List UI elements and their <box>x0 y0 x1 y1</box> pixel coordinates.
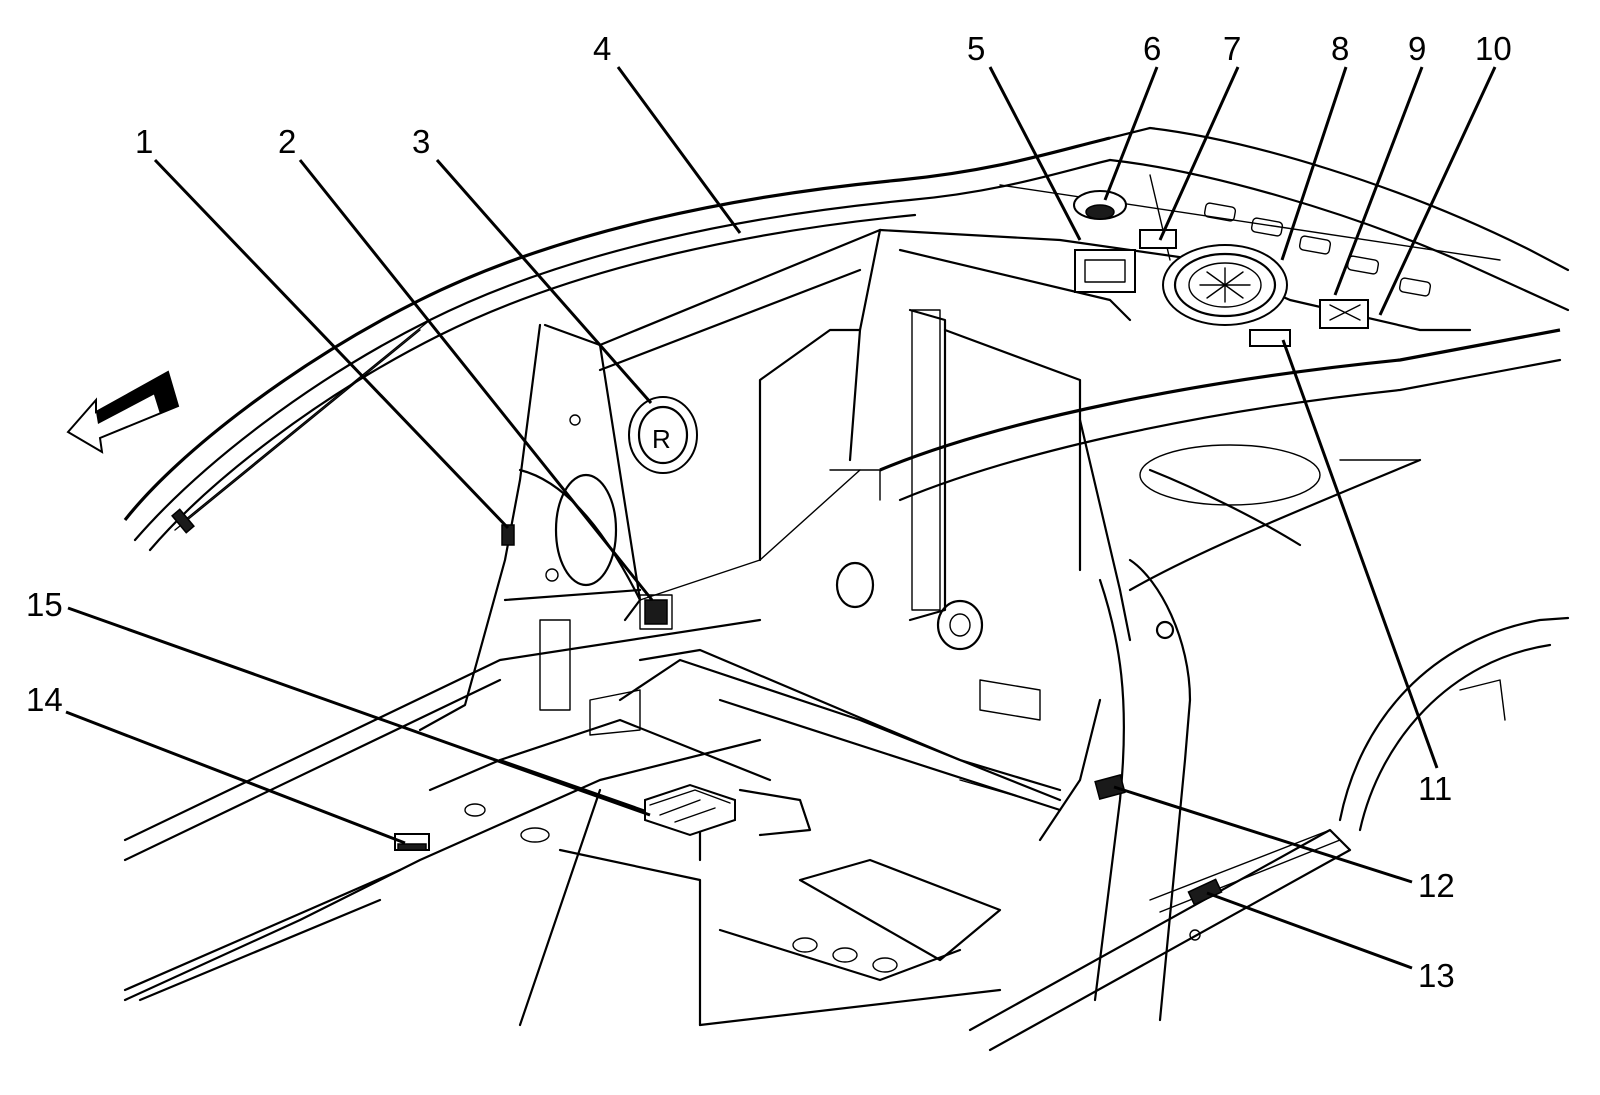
callout-label-15: 15 <box>26 586 63 623</box>
callout-4: 4 <box>593 30 742 234</box>
callout-label-9: 9 <box>1408 30 1426 67</box>
callout-11: 11 <box>1281 339 1452 807</box>
callout-label-2: 2 <box>278 123 296 160</box>
speaker-marking: R <box>652 424 671 454</box>
callout-2: 2 <box>278 123 654 601</box>
right-door-frame <box>1038 558 1192 1022</box>
callout-3: 3 <box>412 123 653 404</box>
callout-10: 10 <box>1378 30 1512 316</box>
callout-14: 14 <box>26 681 406 845</box>
callout-label-14: 14 <box>26 681 63 718</box>
rear-bulkhead <box>758 308 1082 721</box>
callout-label-13: 13 <box>1418 957 1455 994</box>
floor-console-module <box>644 783 812 837</box>
callouts: 1 2 3 4 5 6 7 8 <box>26 30 1512 994</box>
subwoofer-speaker <box>1162 244 1288 326</box>
shelf-modules <box>1073 190 1369 347</box>
callout-13: 13 <box>1206 891 1455 994</box>
callout-7: 7 <box>1158 30 1241 241</box>
callout-label-4: 4 <box>593 30 611 67</box>
callout-label-1: 1 <box>135 123 153 160</box>
rear-wheel-arch <box>1338 616 1570 832</box>
callout-6: 6 <box>1103 30 1161 201</box>
callout-label-12: 12 <box>1418 867 1455 904</box>
pillar-sensor <box>501 524 515 546</box>
callout-12: 12 <box>1113 785 1455 904</box>
forward-arrow-icon <box>66 370 180 454</box>
callout-label-11: 11 <box>1418 770 1452 807</box>
roof-rail <box>123 126 1570 552</box>
callout-15: 15 <box>26 586 651 817</box>
callout-1: 1 <box>135 123 510 530</box>
callout-5: 5 <box>967 30 1082 241</box>
floor-pan <box>123 618 1062 1027</box>
callout-label-10: 10 <box>1475 30 1512 67</box>
callout-9: 9 <box>1333 30 1426 296</box>
right-rocker-panel <box>968 828 1352 1052</box>
lower-bracket <box>639 594 673 630</box>
right-quarter-window <box>1128 444 1422 592</box>
callout-8: 8 <box>1280 30 1349 261</box>
callout-label-7: 7 <box>1223 30 1241 67</box>
callout-label-5: 5 <box>967 30 985 67</box>
callout-label-8: 8 <box>1331 30 1349 67</box>
callout-label-3: 3 <box>412 123 430 160</box>
left-quarter-panel <box>418 228 882 732</box>
callout-label-6: 6 <box>1143 30 1161 67</box>
c-pillar-trim <box>879 328 1562 642</box>
floor-sensor-module <box>394 833 430 851</box>
rear-speaker: R <box>628 396 698 474</box>
package-shelf <box>848 174 1501 462</box>
